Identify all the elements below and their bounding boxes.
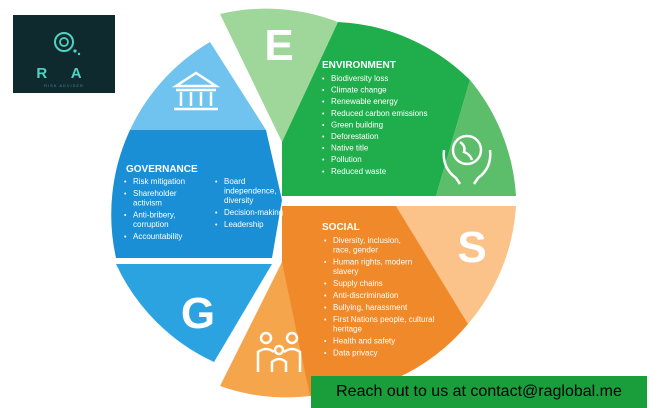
logo: R A RISK ADVISER (13, 15, 115, 93)
social-item: heritage (333, 325, 362, 334)
logo-letters: R A (36, 65, 92, 82)
bullet: • (322, 169, 325, 176)
bullet: • (324, 351, 327, 358)
environment-segment-light (220, 8, 338, 142)
environment-item: Deforestation (331, 132, 379, 141)
bullet: • (124, 213, 127, 220)
letter-e: E (264, 21, 293, 70)
bullet: • (322, 146, 325, 153)
contact-banner[interactable]: Reach out to us at contact@raglobal.me (311, 376, 647, 408)
environment-item: Renewable energy (331, 97, 398, 106)
social-item: Diversity, inclusion, (333, 236, 401, 245)
social-list: • Diversity, inclusion,race, gender • Human… (324, 236, 435, 358)
letter-s: S (457, 223, 486, 272)
environment-item: Reduced carbon emissions (331, 109, 428, 118)
bullet: • (215, 179, 218, 186)
bullet: • (324, 238, 327, 245)
bullet: • (324, 260, 327, 267)
bullet: • (124, 179, 127, 186)
bullet: • (324, 339, 327, 346)
social-item: Anti-discrimination (333, 291, 398, 300)
bullet: • (322, 88, 325, 95)
logo-icon (54, 32, 81, 56)
bullet: • (322, 122, 325, 129)
environment-item: Pollution (331, 155, 362, 164)
governance-item: independence, (224, 187, 277, 196)
governance-item: Risk mitigation (133, 177, 185, 186)
family-icon (256, 331, 302, 372)
bullet: • (324, 293, 327, 300)
social-title: SOCIAL (322, 222, 360, 233)
social-item: race, gender (333, 246, 378, 255)
environment-item: Native title (331, 144, 369, 153)
bullet: • (322, 76, 325, 83)
letter-g: G (181, 289, 215, 338)
bullet: • (215, 210, 218, 217)
bullet: • (215, 222, 218, 229)
social-item: Health and safety (333, 337, 395, 346)
bullet: • (124, 191, 127, 198)
social-segment-light (396, 206, 516, 324)
social-item: Bullying, harassment (333, 303, 408, 312)
logo-tagline: RISK ADVISER (44, 83, 84, 88)
governance-item: diversity (224, 196, 253, 205)
environment-segment-main (282, 22, 470, 196)
globe-hands-icon (442, 134, 492, 185)
bullet: • (322, 134, 325, 141)
governance-item: Anti-bribery, (133, 211, 176, 220)
social-item: First Nations people, cultural (333, 315, 435, 324)
bullet: • (322, 111, 325, 118)
governance-segment-bottom (116, 264, 272, 362)
environment-list: • Biodiversity loss • Climate change • Renewa… (322, 74, 428, 176)
social-item: Supply chains (333, 279, 383, 288)
social-item: Human rights, modern (333, 258, 412, 267)
environment-item: Climate change (331, 86, 387, 95)
social-segment-corner (220, 262, 310, 398)
environment-item: Biodiversity loss (331, 74, 388, 83)
governance-item: Decision-making (224, 208, 283, 217)
bullet: • (322, 99, 325, 106)
governance-segment-main (111, 130, 283, 258)
governance-item: Accountability (133, 232, 182, 241)
bullet: • (124, 234, 127, 241)
environment-item: Reduced waste (331, 167, 387, 176)
governance-item: Board (224, 177, 245, 186)
governance-item: Leadership (224, 220, 264, 229)
environment-item: Green building (331, 120, 383, 129)
social-item: slavery (333, 267, 358, 276)
bullet: • (324, 281, 327, 288)
bullet: • (324, 317, 327, 324)
governance-title: GOVERNANCE (126, 164, 198, 175)
governance-item: activism (133, 199, 162, 208)
social-segment-main (282, 206, 468, 397)
bullet: • (324, 305, 327, 312)
bullet: • (322, 157, 325, 164)
governance-item: Shareholder (133, 189, 177, 198)
governance-item: corruption (133, 220, 169, 229)
social-item: Data privacy (333, 349, 377, 358)
building-icon (171, 71, 221, 111)
environment-title: ENVIRONMENT (322, 60, 396, 71)
